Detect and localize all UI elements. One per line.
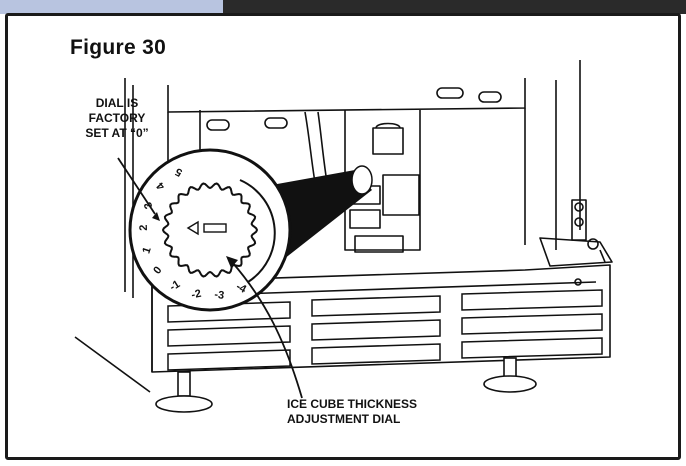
dial-number-label: 1 (140, 246, 153, 256)
mount-slot (436, 87, 464, 99)
dial-indicator-slot (203, 223, 227, 233)
mount-slot (264, 117, 288, 129)
dial-pointer-icon (186, 220, 199, 236)
panel-screw-icon (574, 278, 582, 286)
header-tab-light (0, 0, 223, 14)
factory-callout-line: FACTORY (88, 111, 146, 125)
board-component (372, 127, 404, 155)
factory-setting-callout: DIAL IS FACTORY SET AT “0” (72, 96, 162, 141)
thickness-callout-arrow-icon (226, 256, 238, 268)
thickness-dial-callout: ICE CUBE THICKNESS ADJUSTMENT DIAL (287, 397, 527, 427)
bolt-icon (587, 238, 599, 250)
screw-icon (574, 217, 584, 227)
cabinet-side-line (74, 336, 151, 393)
thickness-callout-line: ADJUSTMENT DIAL (287, 412, 401, 426)
factory-callout-leader (117, 157, 156, 215)
relay-component (349, 209, 381, 229)
terminal-block (354, 235, 404, 253)
dial-number-label: 5 (173, 165, 184, 178)
dial-arc-icon (239, 179, 276, 283)
figure-frame (5, 13, 681, 460)
interior-top-ledge (167, 78, 526, 113)
dial-number-label: -3 (214, 289, 225, 302)
right-bracket (571, 199, 587, 241)
relay-component (382, 174, 420, 216)
factory-callout-line: SET AT “0” (85, 126, 149, 140)
dial-number-label: -2 (190, 288, 202, 302)
header-bar-dark (223, 0, 686, 14)
front-bracket (539, 237, 613, 267)
mount-slot (478, 91, 502, 103)
factory-callout-arrow-icon (152, 212, 160, 221)
screw-icon (574, 202, 584, 212)
board-component-cap (375, 122, 401, 129)
factory-callout-line: DIAL IS (95, 96, 139, 110)
bolt-shank (599, 249, 606, 263)
figure-title: Figure 30 (70, 36, 167, 59)
mount-slot (206, 119, 230, 131)
leveling-feet (155, 357, 537, 413)
dial-number-label: 2 (138, 224, 150, 231)
board-dial-knob (351, 165, 373, 195)
thickness-callout-leader (231, 261, 303, 399)
thickness-callout-line: ICE CUBE THICKNESS (287, 397, 418, 411)
